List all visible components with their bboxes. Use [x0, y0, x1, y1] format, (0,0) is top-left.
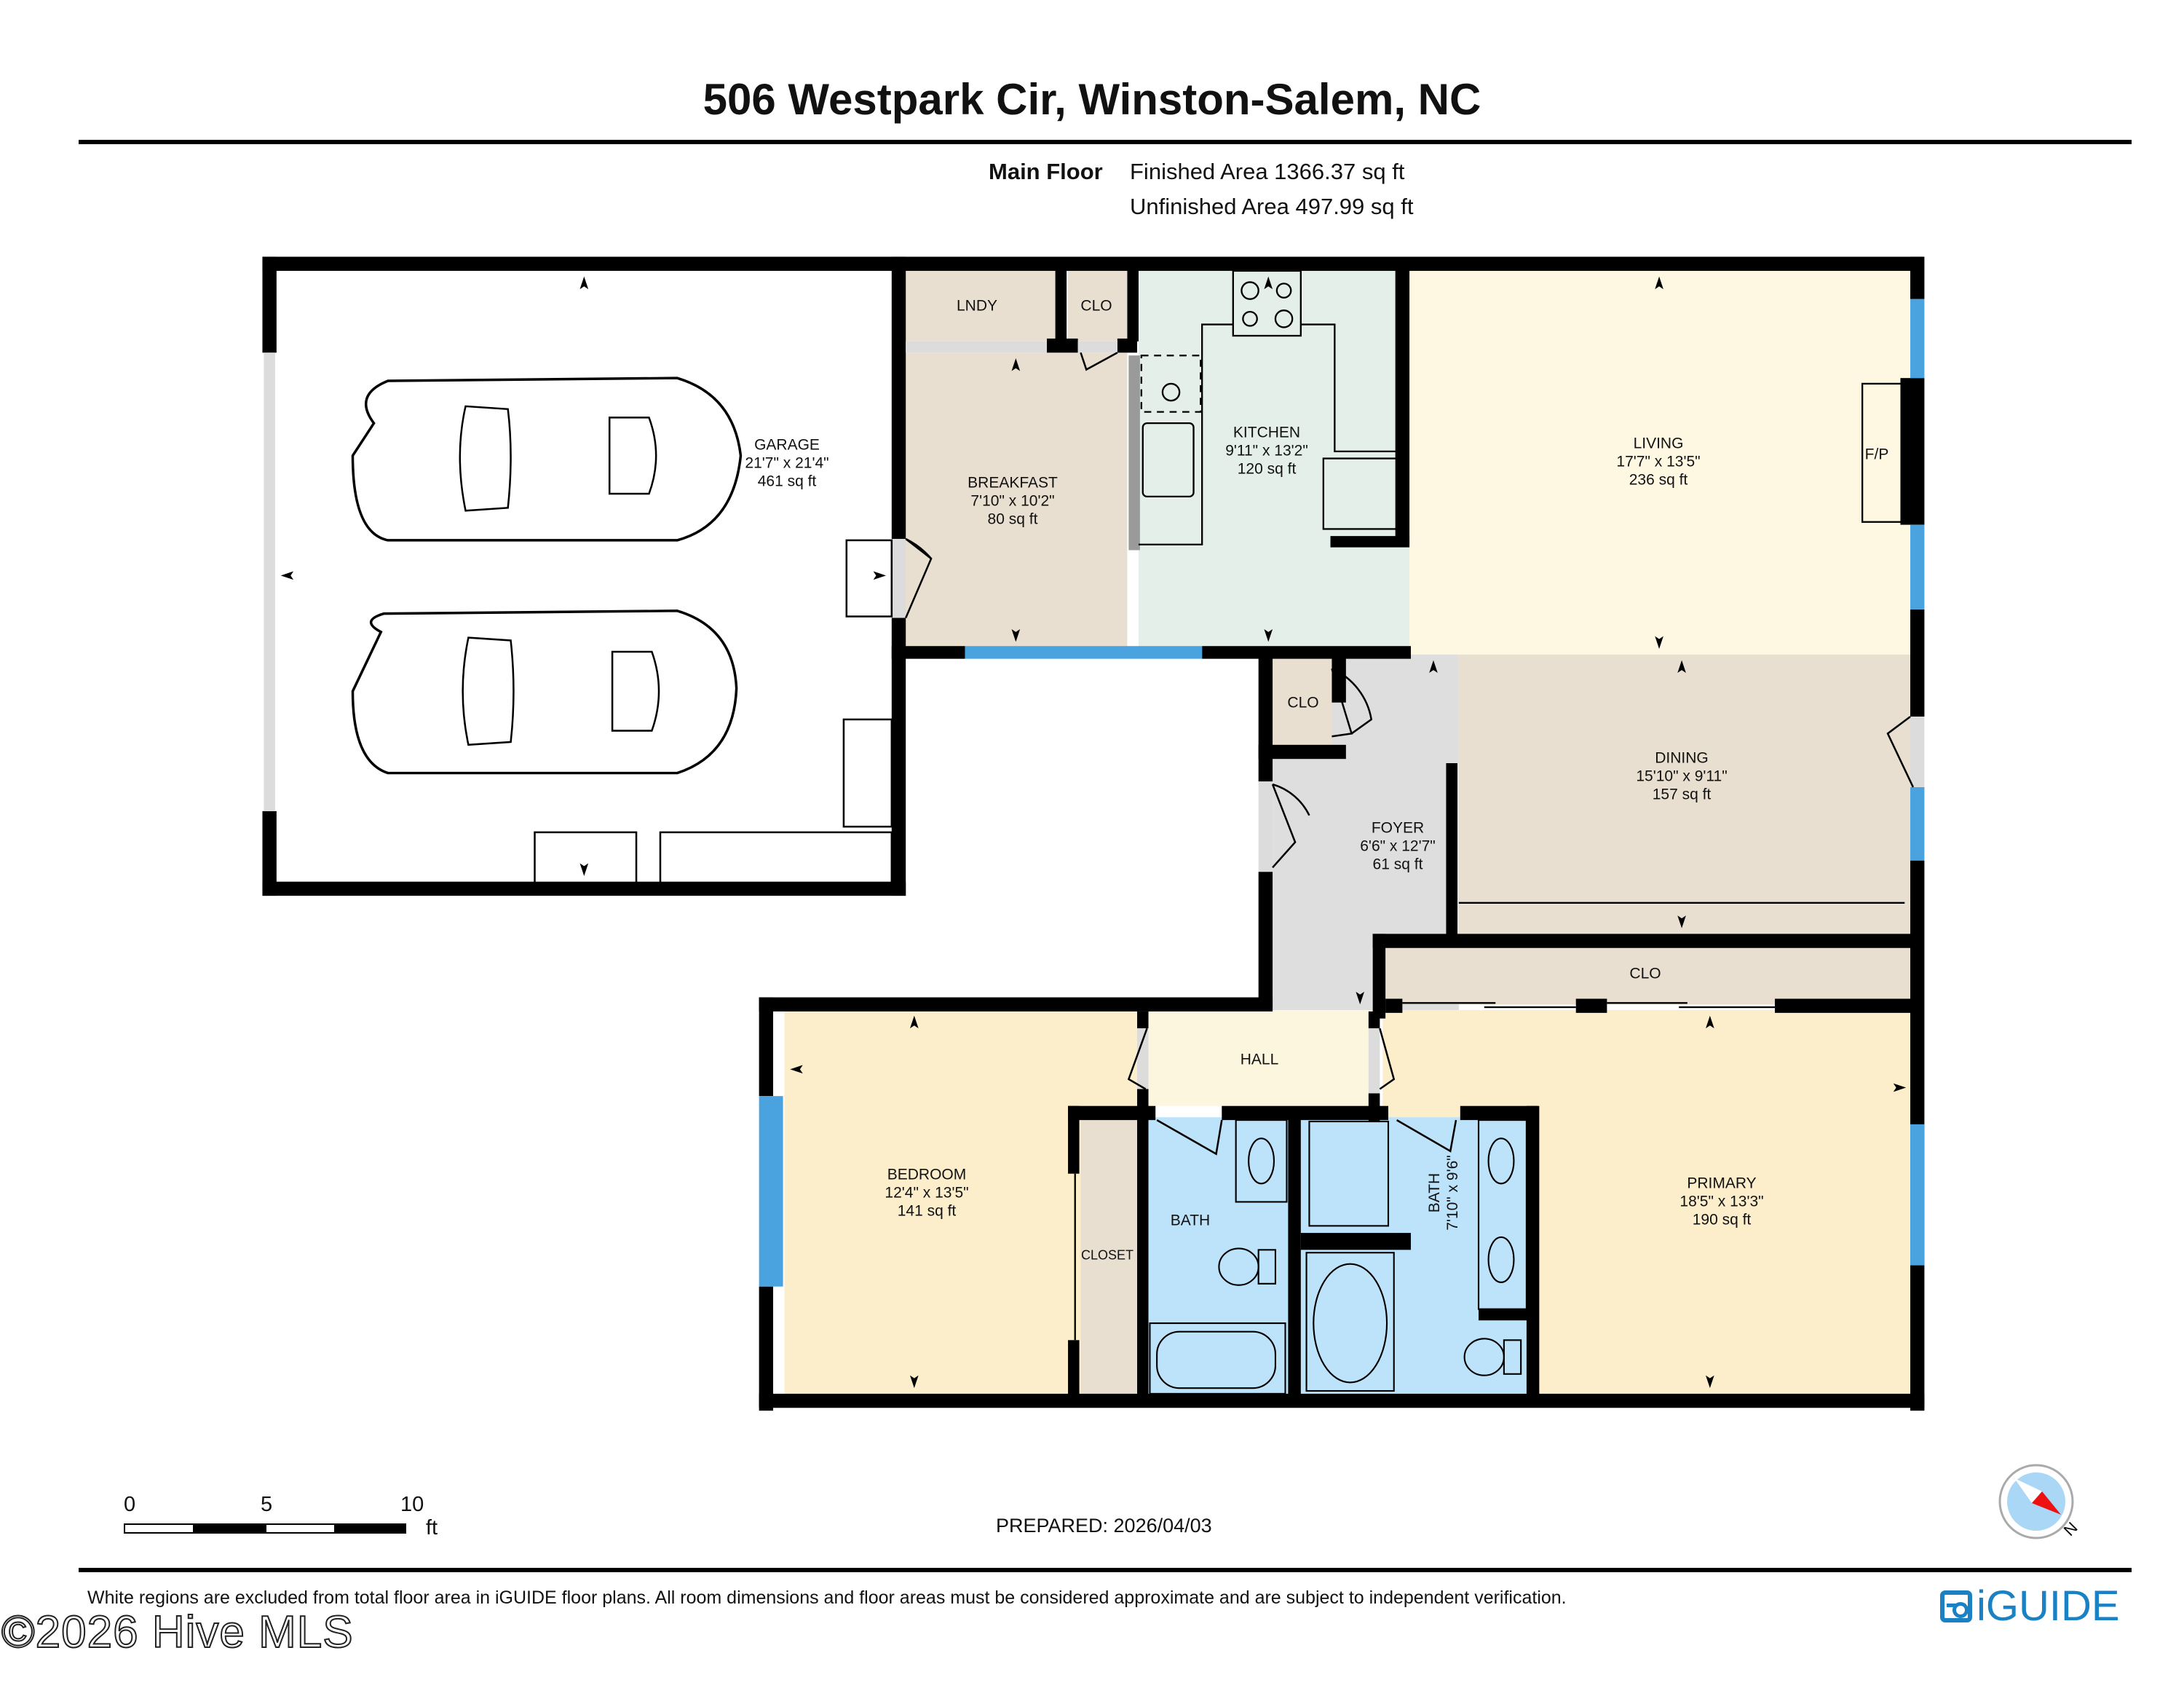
- room-label-laundry: LNDY: [956, 297, 998, 315]
- compass-icon: N: [1998, 1464, 2080, 1539]
- scale-segment: [336, 1523, 406, 1534]
- room-label-foyer-closet: CLO: [1287, 694, 1319, 711]
- iguide-logo-text: iGUIDE: [1977, 1582, 2120, 1630]
- window-primary: [1910, 1124, 1925, 1266]
- living-floor: [1409, 268, 1912, 655]
- window-bedroom: [759, 1096, 783, 1287]
- room-label-fireplace: F/P: [1864, 446, 1889, 463]
- foyer-closet-floor: [1273, 657, 1332, 748]
- scale-segment: [124, 1523, 194, 1534]
- fireplace: [1861, 382, 1903, 523]
- kitchen-fixtures: [1128, 269, 1398, 551]
- room-label-bedroom-closet: CLOSET: [1080, 1247, 1134, 1263]
- footer-divider: [79, 1568, 2132, 1572]
- breakfast-floor: [904, 352, 1128, 650]
- door-openings: [264, 341, 1925, 1094]
- prepared-date: PREPARED: 2026/04/03: [996, 1515, 1212, 1537]
- laundry-floor: [904, 268, 1057, 342]
- bedroom-closet-floor: [1080, 1117, 1138, 1394]
- primary-closet-floor: [1382, 944, 1912, 1005]
- garage-fixtures: [351, 376, 893, 884]
- window-breakfast: [965, 646, 1203, 659]
- scale-bar: 0 5 10 ft: [124, 1493, 438, 1551]
- door-swings: [905, 352, 1915, 1156]
- window-dining: [1910, 786, 1925, 861]
- room-fills: [272, 268, 1912, 1394]
- scale-unit: ft: [426, 1516, 438, 1539]
- copyright-watermark: ©2026 Hive MLS: [1, 1606, 354, 1658]
- finished-area: Finished Area 1366.37 sq ft: [1130, 159, 1405, 184]
- room-label-hall: HALL: [1240, 1051, 1279, 1068]
- floor-label: Main Floor: [989, 159, 1103, 184]
- disclaimer-text: White regions are excluded from total fl…: [87, 1588, 1567, 1608]
- primary-bath-floor-2: [1297, 1117, 1530, 1394]
- laundry-closet-floor: [1068, 268, 1128, 342]
- car-icon: [351, 610, 738, 775]
- windows: [759, 299, 1925, 1287]
- window-living-lower: [1910, 524, 1925, 610]
- header-divider: [79, 140, 2132, 144]
- room-label-primary-closet: CLO: [1629, 965, 1661, 982]
- room-label-bath: BATH: [1170, 1212, 1211, 1229]
- bath-floor: [1147, 1117, 1289, 1394]
- garage-floor: [272, 268, 899, 886]
- scale-tick-10: 10: [400, 1493, 424, 1516]
- window-living-upper: [1910, 299, 1925, 379]
- dining-floor: [1458, 654, 1912, 934]
- unfinished-area: Unfinished Area 497.99 sq ft: [1130, 194, 1414, 219]
- room-label-laundry-closet: CLO: [1080, 297, 1112, 315]
- car-icon: [351, 376, 743, 542]
- walls: [262, 256, 1925, 1411]
- iguide-logo: iGUIDE: [1940, 1582, 2120, 1630]
- scale-segment: [194, 1523, 265, 1534]
- scale-segment: [265, 1523, 336, 1534]
- scale-tick-5: 5: [261, 1493, 273, 1516]
- bath-fixtures: [1149, 1119, 1527, 1395]
- dimension-arrows: [280, 276, 1907, 1389]
- sliding-doors: [1074, 1002, 1775, 1341]
- scale-tick-0: 0: [124, 1493, 136, 1516]
- page-title: 506 Westpark Cir, Winston-Salem, NC: [703, 75, 1481, 124]
- iguide-logo-icon: [1940, 1590, 1972, 1622]
- hall-floor: [1147, 1010, 1373, 1106]
